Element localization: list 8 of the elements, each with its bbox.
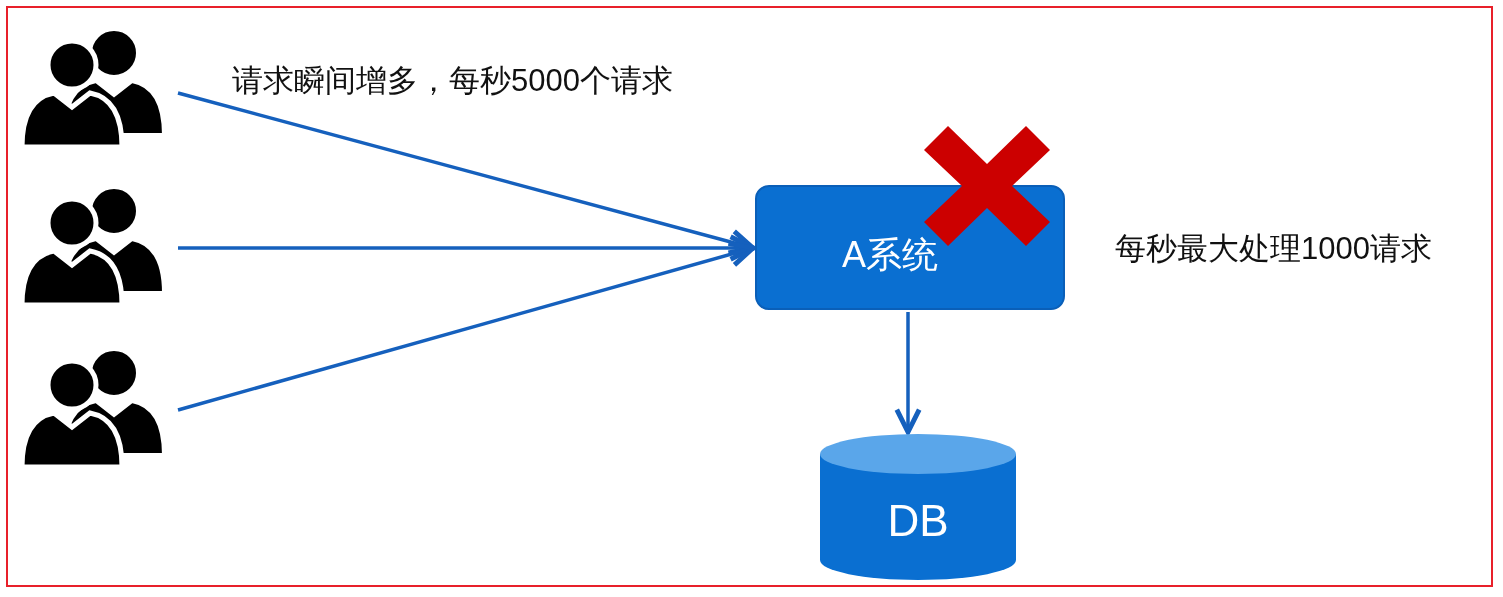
note-text: 每秒最大处理1000请求	[1115, 230, 1432, 268]
database-label: DB	[886, 496, 950, 546]
arrow	[177, 91, 756, 256]
note-text: 请求瞬间增多，每秒5000个请求	[232, 62, 673, 100]
arrow	[178, 234, 756, 262]
arrow	[894, 312, 922, 435]
arrow	[177, 240, 756, 412]
system-label: A系统	[841, 233, 939, 277]
